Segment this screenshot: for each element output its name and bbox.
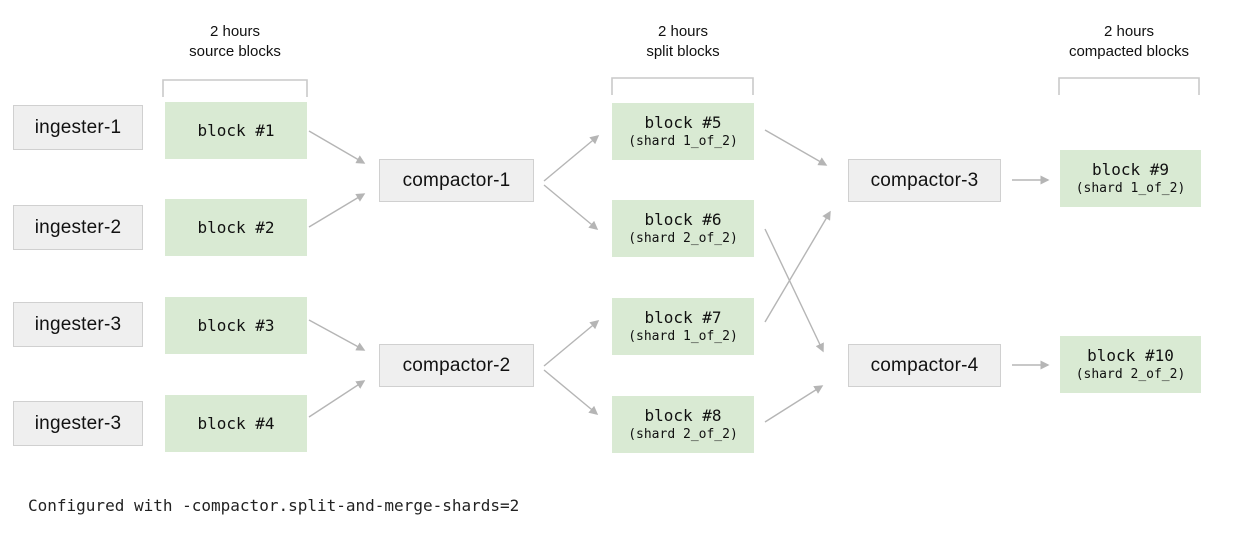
- header-split-blocks: 2 hours split blocks: [598, 22, 768, 62]
- arrow-compactor1-to-block6: [543, 184, 599, 230]
- node-compactor-2: compactor-2: [379, 344, 534, 387]
- node-source-block-4: block #4: [165, 395, 307, 452]
- header-compacted-line2: compacted blocks: [1068, 43, 1190, 60]
- header-source-line1: 2 hours: [209, 23, 261, 40]
- node-compactor-3: compactor-3: [848, 159, 1001, 202]
- split-block-5-label: block #5: [644, 112, 722, 132]
- node-split-block-7: block #7 (shard 1_of_2): [612, 298, 754, 355]
- split-block-5-shard: (shard 1_of_2): [628, 133, 738, 149]
- arrow-compactor2-to-block8: [543, 369, 599, 415]
- arrow-block8-to-compactor4: [764, 385, 824, 423]
- arrow-block5-to-compactor3: [764, 129, 828, 166]
- arrow-block4-to-compactor2: [308, 380, 366, 418]
- compacted-block-9-shard: (shard 1_of_2): [1075, 180, 1186, 196]
- node-ingester-4: ingester-3: [13, 401, 143, 446]
- split-block-8-shard: (shard 2_of_2): [628, 426, 738, 442]
- arrow-block2-to-compactor1: [308, 193, 366, 228]
- compacted-block-10-label: block #10: [1087, 345, 1174, 365]
- split-block-6-label: block #6: [644, 209, 722, 229]
- header-source-line2: source blocks: [189, 43, 281, 60]
- header-compacted-blocks: 2 hours compacted blocks: [1044, 22, 1214, 62]
- compacted-block-9-label: block #9: [1091, 159, 1170, 179]
- bracket-split-blocks: [611, 77, 754, 95]
- split-block-8-label: block #8: [644, 405, 722, 425]
- compacted-block-10-shard: (shard 2_of_2): [1075, 366, 1186, 382]
- node-ingester-3: ingester-3: [13, 302, 143, 347]
- config-note: Configured with -compactor.split-and-mer…: [28, 496, 520, 515]
- arrow-block6-to-compactor4: [764, 228, 824, 353]
- node-split-block-5: block #5 (shard 1_of_2): [612, 103, 754, 160]
- header-source-blocks: 2 hours source blocks: [150, 22, 320, 62]
- node-compacted-block-9: block #9 (shard 1_of_2): [1060, 150, 1201, 207]
- arrow-block7-to-compactor3: [764, 210, 831, 323]
- node-compactor-4: compactor-4: [848, 344, 1001, 387]
- header-split-line1: 2 hours: [657, 23, 709, 40]
- arrow-block3-to-compactor2: [308, 319, 366, 351]
- arrow-block1-to-compactor1: [308, 130, 366, 164]
- node-ingester-1: ingester-1: [13, 105, 143, 150]
- arrow-compactor2-to-block7: [543, 320, 600, 367]
- arrow-compactor1-to-block5: [543, 135, 600, 182]
- split-block-7-label: block #7: [644, 307, 722, 327]
- node-compactor-1: compactor-1: [379, 159, 534, 202]
- header-compacted-line1: 2 hours: [1103, 23, 1155, 40]
- header-split-line2: split blocks: [646, 43, 720, 60]
- node-compacted-block-10: block #10 (shard 2_of_2): [1060, 336, 1201, 393]
- node-source-block-2: block #2: [165, 199, 307, 256]
- node-source-block-1: block #1: [165, 102, 307, 159]
- node-source-block-3: block #3: [165, 297, 307, 354]
- node-split-block-6: block #6 (shard 2_of_2): [612, 200, 754, 257]
- node-split-block-8: block #8 (shard 2_of_2): [612, 396, 754, 453]
- bracket-source-blocks: [162, 79, 308, 97]
- split-block-7-shard: (shard 1_of_2): [628, 328, 738, 344]
- node-ingester-2: ingester-2: [13, 205, 143, 250]
- split-block-6-shard: (shard 2_of_2): [628, 230, 738, 246]
- bracket-compacted-blocks: [1058, 77, 1200, 95]
